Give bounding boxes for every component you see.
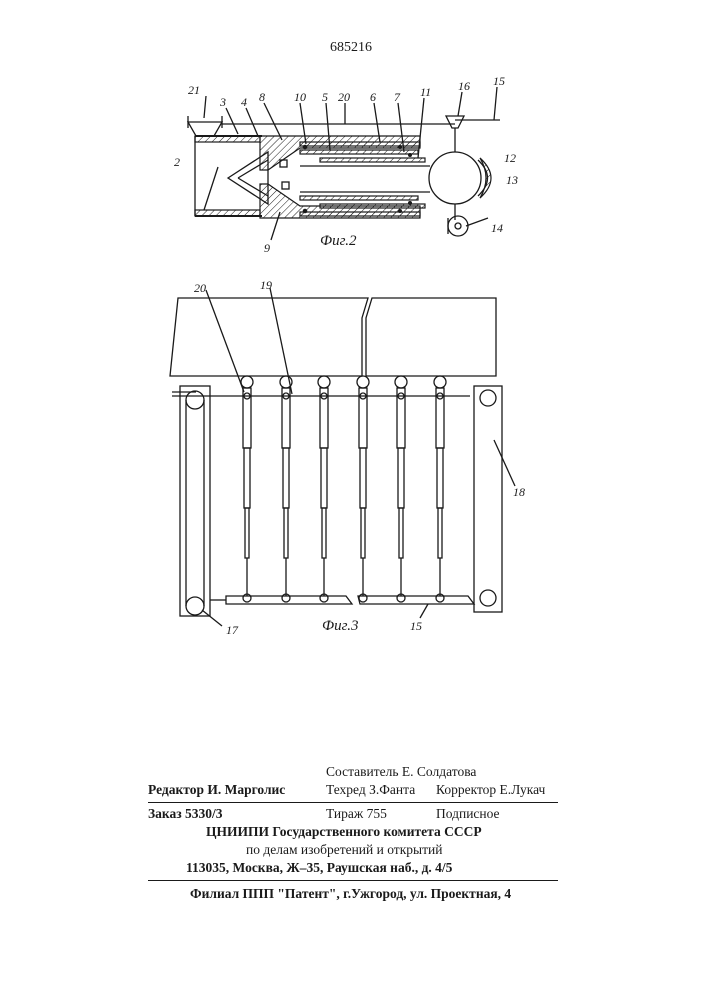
label-7: 7	[394, 90, 401, 104]
label-14: 14	[491, 221, 503, 235]
label-20: 20	[338, 90, 350, 104]
label-15: 15	[410, 619, 422, 633]
branch: Филиал ППП "Патент", г.Ужгород, ул. Прое…	[190, 886, 511, 902]
corrector: Корректор Е.Лукач	[436, 782, 545, 798]
divider	[148, 802, 558, 803]
figure-3	[170, 298, 502, 616]
figure-2-caption: Фиг.2	[320, 233, 357, 249]
label-11: 11	[420, 85, 431, 99]
label-2: 2	[174, 155, 180, 169]
label-3: 3	[219, 95, 226, 109]
org-line-1: ЦНИИПИ Государственного комитета СССР	[206, 824, 482, 840]
divider	[148, 880, 558, 881]
label-8: 8	[259, 90, 265, 104]
label-21: 21	[188, 83, 200, 97]
figure-2	[188, 87, 500, 240]
probe	[318, 376, 330, 602]
label-19: 19	[260, 278, 272, 292]
org-line-2: по делам изобретений и открытий	[246, 842, 442, 858]
label-4: 4	[241, 95, 247, 109]
composer: Составитель Е. Солдатова	[326, 764, 476, 780]
label-5: 5	[322, 90, 328, 104]
probe	[241, 376, 253, 602]
address: 113035, Москва, Ж–35, Раушская наб., д. …	[186, 860, 452, 876]
label-9: 9	[264, 241, 270, 255]
probe	[357, 376, 369, 602]
subscription: Подписное	[436, 806, 500, 822]
figure-3-caption: Фиг.3	[322, 618, 358, 634]
label-18: 18	[513, 485, 525, 499]
label-6: 6	[370, 90, 376, 104]
probes	[241, 376, 446, 602]
label-10: 10	[294, 90, 306, 104]
label-12: 12	[504, 151, 516, 165]
probe	[395, 376, 407, 602]
circulation: Тираж 755	[326, 806, 387, 822]
probe	[434, 376, 446, 602]
label-20: 20	[194, 281, 206, 295]
label-13: 13	[506, 173, 518, 187]
order-number: Заказ 5330/3	[148, 806, 223, 822]
techred: Техред З.Фанта	[326, 782, 415, 798]
label-16: 16	[458, 79, 470, 93]
label-17: 17	[226, 623, 239, 637]
label-15: 15	[493, 74, 505, 88]
editor: Редактор И. Марголис	[148, 782, 285, 798]
probe	[280, 376, 292, 602]
